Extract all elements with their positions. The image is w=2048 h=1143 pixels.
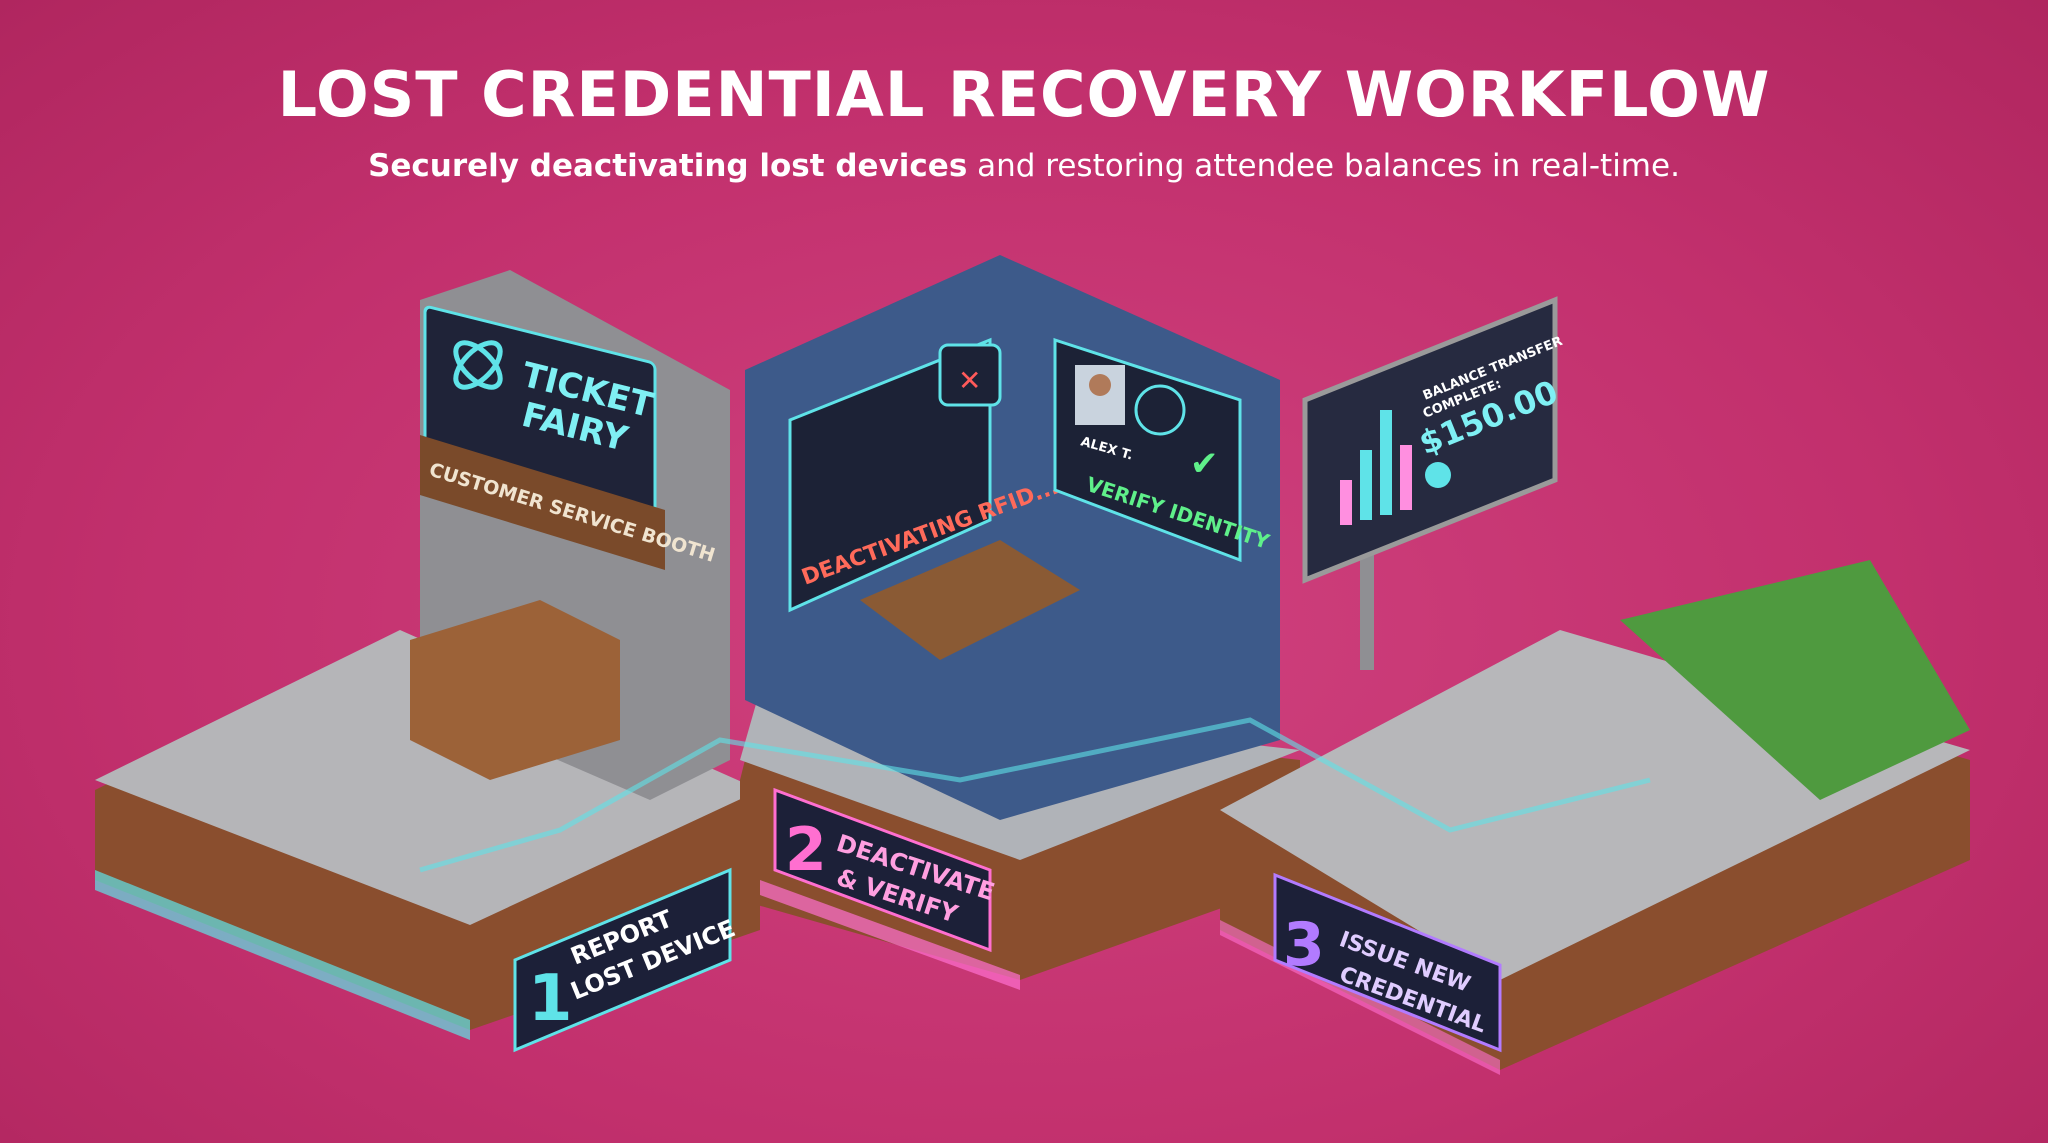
step-label-1: 1 REPORT LOST DEVICE [513, 867, 739, 1053]
fingerprint-icon [1134, 384, 1186, 436]
subtitle-bold: Securely deactivating lost devices [368, 148, 968, 184]
subtitle-rest: and restoring attendee balances in real-… [967, 148, 1680, 184]
chart-bar [1380, 410, 1392, 515]
security-office: DEACTIVATING RFID... ✕ ALEX T. ✔ VERIFY … [745, 255, 1280, 820]
chart-bar [1400, 445, 1412, 510]
desk [860, 540, 1080, 660]
checkmark-icon: ✔ [1190, 444, 1219, 484]
chart-bar [1340, 480, 1352, 525]
page-subtitle: Securely deactivating lost devices and r… [0, 148, 2048, 184]
arrow-up-icon [1425, 462, 1451, 488]
step-number: 1 [528, 962, 573, 1036]
page-title: LOST CREDENTIAL RECOVERY WORKFLOW [277, 58, 1771, 131]
deactivate-screen [788, 337, 992, 613]
x-mark-icon: ✕ [958, 364, 981, 397]
step-number: 2 [785, 815, 827, 885]
chart-bar [1360, 450, 1372, 520]
balance-billboard: BALANCE TRANSFER COMPLETE: $150.00 [1302, 296, 1565, 670]
customer-service-booth: TICKET FAIRY CUSTOMER SERVICE BOOTH [410, 270, 730, 800]
wristband-blocked-icon [938, 343, 1002, 407]
ticket-fairy-logo-icon [453, 340, 503, 390]
platform-step-3 [1220, 560, 1970, 1075]
workflow-path [419, 717, 1651, 873]
step-number: 3 [1283, 910, 1325, 980]
